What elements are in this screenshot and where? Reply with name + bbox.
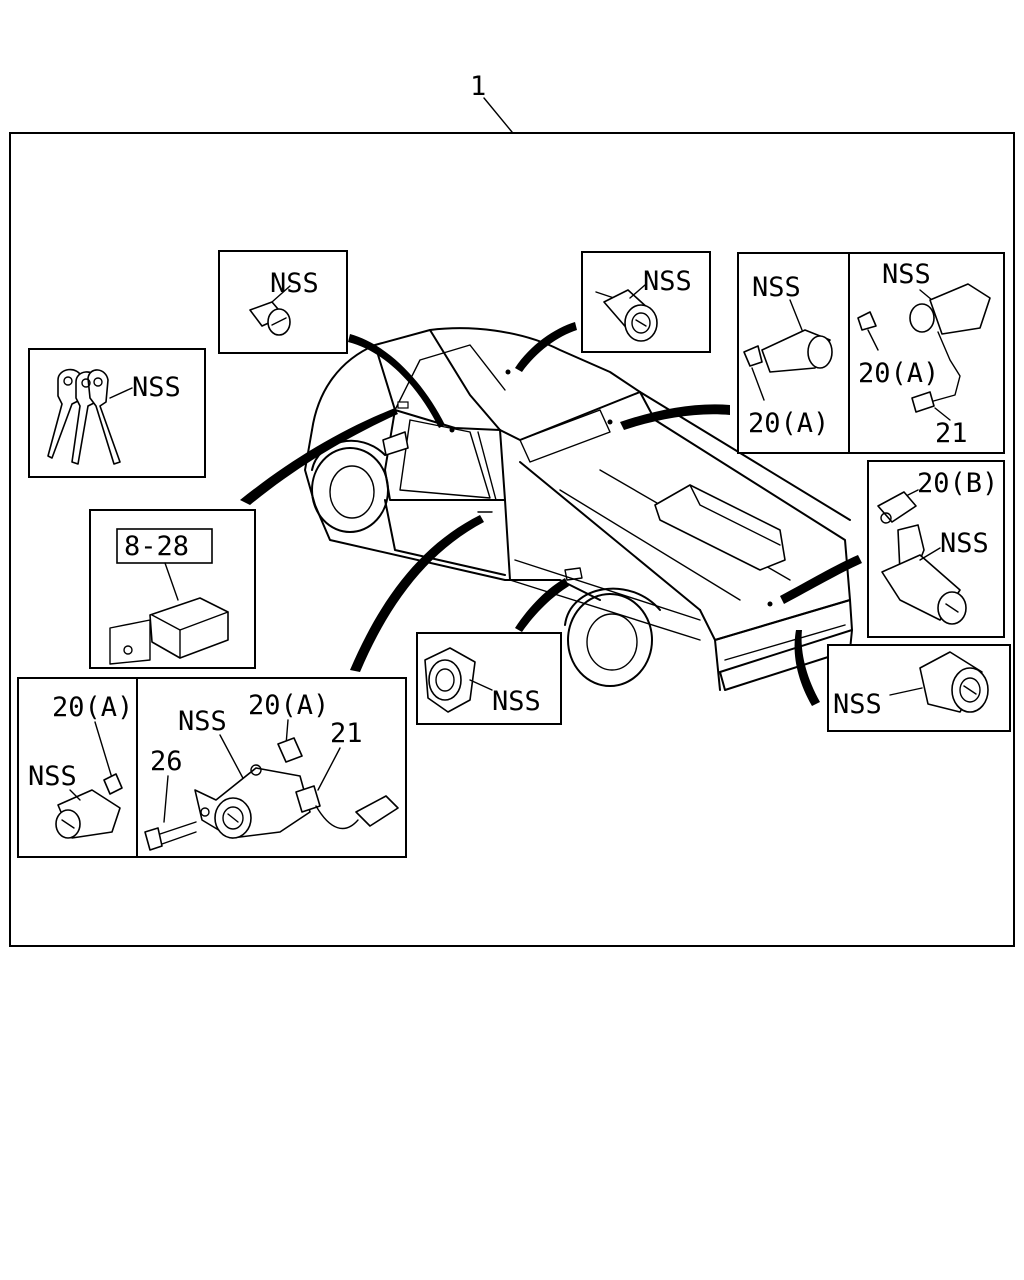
callout-top-center [515,322,577,372]
right-mid-nss-label: NSS [940,528,989,559]
lock-cylinder-icon [249,301,291,336]
control-module-icon [109,597,229,665]
callout-right-mid [780,555,862,604]
bottom-left-b-nss-label: NSS [178,706,227,737]
right-upper-b-nss-label: NSS [882,259,931,290]
callout-top-left [348,334,445,428]
keys-panel: NSS [28,348,206,478]
right-lower-panel: NSS [827,644,1011,732]
callout-right-upper [620,404,730,430]
top-left-label: NSS [270,268,319,299]
bottom-left-a-clip-label: 20(A) [52,692,133,723]
bottom-left-b-harness-label: 21 [330,718,363,749]
bottom-left-b-clip-label: 20(A) [248,690,329,721]
bottom-left-a-nss-label: NSS [28,761,77,792]
door-lock-cylinder-icon [743,329,833,373]
top-center-cylinder-panel: NSS [581,251,711,353]
top-center-label: NSS [643,266,692,297]
top-left-cylinder-panel: NSS [218,250,348,354]
right-upper-panel: NSS 20(A) NSS 20(A) 21 [737,252,1005,454]
callout-keys-module [240,408,398,505]
assembly-frame [9,132,1015,947]
door-lock-cylinder-icon [857,283,991,413]
ref-box [116,528,213,564]
keys-label: NSS [132,372,181,403]
callout-center-lower [515,578,569,632]
door-lock-cylinder-icon [55,773,123,839]
center-lower-panel: NSS [416,632,562,725]
right-mid-clip-label: 20(B) [917,468,998,499]
right-upper-b-clip-label: 20(A) [858,358,939,389]
assembly-leader [483,97,513,133]
right-mid-panel: 20(B) NSS [867,460,1005,638]
bottom-left-b-bolt-label: 26 [150,746,183,777]
fuel-lid-lock-icon [424,647,476,713]
keys-icon [47,368,121,465]
center-lower-label: NSS [492,686,541,717]
door-lock-assembly-icon [144,737,399,851]
right-upper-b-harness-label: 21 [935,418,968,449]
ref-module-label: 8-28 [124,531,189,562]
right-lower-label: NSS [833,689,882,720]
assembly-label: 1 [470,71,486,102]
right-upper-a-nss-label: NSS [752,272,801,303]
lock-cylinder-icon [919,651,989,713]
callout-bottom-left [350,515,484,672]
module-panel: 8-28 [89,509,256,669]
callout-right-lower [794,630,820,706]
bottom-left-panel: 20(A) NSS NSS 20(A) 21 26 [17,677,407,858]
pickup-truck [304,327,853,691]
lock-cylinder-icon [595,289,658,342]
right-upper-a-clip-label: 20(A) [748,408,829,439]
